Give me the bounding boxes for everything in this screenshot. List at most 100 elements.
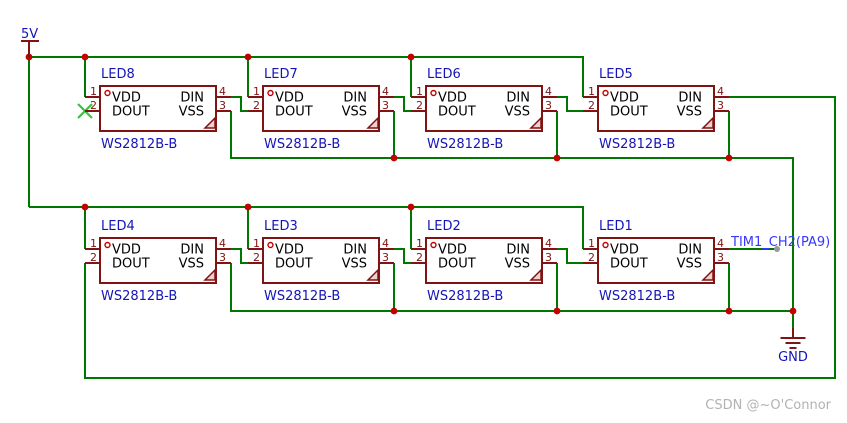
chip-body[interactable] (99, 237, 217, 284)
component-value[interactable]: WS2812B-B (101, 137, 177, 152)
wire-5v-rail-bottom[interactable] (29, 206, 584, 249)
junction-dot (553, 154, 561, 162)
component-ref[interactable]: LED4 (101, 219, 135, 234)
chip-led1[interactable]: LED1 1 2 4 3 VDD DOUT DIN VSS WS2812B-B (583, 219, 729, 304)
pin1-indicator-icon (430, 241, 437, 249)
pin-number-3: 3 (717, 99, 724, 112)
pin-number-1: 1 (416, 85, 423, 98)
component-value[interactable]: WS2812B-B (599, 289, 675, 304)
junction-dot (81, 203, 89, 211)
chip-led4[interactable]: LED4 1 2 4 3 VDD DOUT DIN VSS WS2812B-B (85, 219, 231, 304)
pin-name-vss: VSS (677, 105, 702, 120)
pin-name-vdd: VDD (610, 91, 639, 106)
junction-dot (390, 154, 398, 162)
chip-body[interactable] (597, 85, 715, 132)
component-ref[interactable]: LED7 (264, 67, 298, 82)
component-ref[interactable]: LED6 (427, 67, 461, 82)
wire-data-chain-jogs[interactable] (231, 96, 583, 264)
chip-led8[interactable]: LED8 1 2 4 3 VDD DOUT DIN VSS WS2812B-B (85, 67, 231, 152)
wire-vdd-risers[interactable] (84, 57, 412, 249)
chip-body[interactable] (99, 85, 217, 132)
pin-name-dout: DOUT (610, 105, 648, 120)
wire-vss-bus-top[interactable] (230, 111, 794, 332)
component-value[interactable]: WS2812B-B (599, 137, 675, 152)
net-label-tim1-ch2[interactable]: TIM1_CH2(PA9) (730, 235, 830, 250)
pin-number-3: 3 (717, 251, 724, 264)
junction-dot (407, 53, 415, 61)
pin-number-2: 2 (588, 251, 595, 264)
pin-name-vss: VSS (342, 257, 367, 272)
pin-name-din: DIN (678, 91, 702, 106)
component-ref[interactable]: LED2 (427, 219, 461, 234)
pin-name-vdd: VDD (275, 91, 304, 106)
wire-data-loop-led4-to-led5[interactable] (84, 96, 836, 379)
pin-number-4: 4 (382, 85, 389, 98)
chip-led6[interactable]: LED6 1 2 4 3 VDD DOUT DIN VSS WS2812B-B (411, 67, 557, 152)
pin-name-dout: DOUT (438, 257, 476, 272)
pin-number-4: 4 (545, 237, 552, 250)
pin-name-vss: VSS (342, 105, 367, 120)
component-value[interactable]: WS2812B-B (264, 289, 340, 304)
chip-led2[interactable]: LED2 1 2 4 3 VDD DOUT DIN VSS WS2812B-B (411, 219, 557, 304)
power-flag-5v[interactable]: 5V (21, 27, 39, 57)
junction-dot (244, 203, 252, 211)
junction-dot (407, 203, 415, 211)
pin-name-vdd: VDD (275, 243, 304, 258)
pin-number-3: 3 (545, 251, 552, 264)
pin-number-2: 2 (416, 251, 423, 264)
pin-number-2: 2 (253, 99, 260, 112)
component-ref[interactable]: LED8 (101, 67, 135, 82)
junction-dot (244, 53, 252, 61)
component-ref[interactable]: LED3 (264, 219, 298, 234)
junction-dot (725, 307, 733, 315)
pin1-indicator-icon (267, 241, 274, 249)
pin-name-din: DIN (180, 91, 204, 106)
pin-name-dout: DOUT (610, 257, 648, 272)
chip-body[interactable] (425, 85, 543, 132)
chip-body[interactable] (597, 237, 715, 284)
component-value[interactable]: WS2812B-B (101, 289, 177, 304)
chip-body[interactable] (262, 237, 380, 284)
component-value[interactable]: WS2812B-B (427, 289, 503, 304)
component-value[interactable]: WS2812B-B (427, 137, 503, 152)
pin-name-dout: DOUT (275, 257, 313, 272)
pin-name-vdd: VDD (438, 243, 467, 258)
pin1-indicator-icon (104, 89, 111, 97)
component-value[interactable]: WS2812B-B (264, 137, 340, 152)
pin-stubs (85, 248, 231, 264)
chip-led7[interactable]: LED7 1 2 4 3 VDD DOUT DIN VSS WS2812B-B (248, 67, 394, 152)
pin-number-1: 1 (588, 85, 595, 98)
pin-number-1: 1 (253, 85, 260, 98)
pin-name-vss: VSS (179, 105, 204, 120)
polarity-triangle-icon (203, 268, 216, 281)
pin1-indicator-icon (602, 241, 609, 249)
pin-name-vss: VSS (677, 257, 702, 272)
pin-number-1: 1 (90, 85, 97, 98)
polarity-triangle-icon (203, 116, 216, 129)
wire-vss-bus-bottom[interactable] (230, 263, 793, 312)
pin-name-vdd: VDD (112, 243, 141, 258)
pin1-indicator-icon (267, 89, 274, 97)
polarity-triangle-icon (529, 116, 542, 129)
junction-dots (25, 53, 797, 315)
chip-led3[interactable]: LED3 1 2 4 3 VDD DOUT DIN VSS WS2812B-B (248, 219, 394, 304)
pin-number-4: 4 (219, 237, 226, 250)
pin-name-vdd: VDD (610, 243, 639, 258)
wire-5v-rail-top[interactable] (29, 56, 584, 97)
polarity-triangle-icon (366, 268, 379, 281)
chip-body[interactable] (262, 85, 380, 132)
chip-body[interactable] (425, 237, 543, 284)
pin-number-4: 4 (717, 237, 724, 250)
component-ref[interactable]: LED5 (599, 67, 633, 82)
pin-number-3: 3 (382, 251, 389, 264)
ground-symbol[interactable]: GND (778, 328, 808, 365)
net-endpoint-dot (774, 246, 780, 252)
polarity-triangle-icon (701, 116, 714, 129)
pin-number-3: 3 (219, 251, 226, 264)
pin1-indicator-icon (602, 89, 609, 97)
chip-led5[interactable]: LED5 1 2 4 3 VDD DOUT DIN VSS WS2812B-B (583, 67, 729, 152)
component-ref[interactable]: LED1 (599, 219, 633, 234)
junction-dot (81, 53, 89, 61)
pin-stubs (411, 248, 557, 264)
